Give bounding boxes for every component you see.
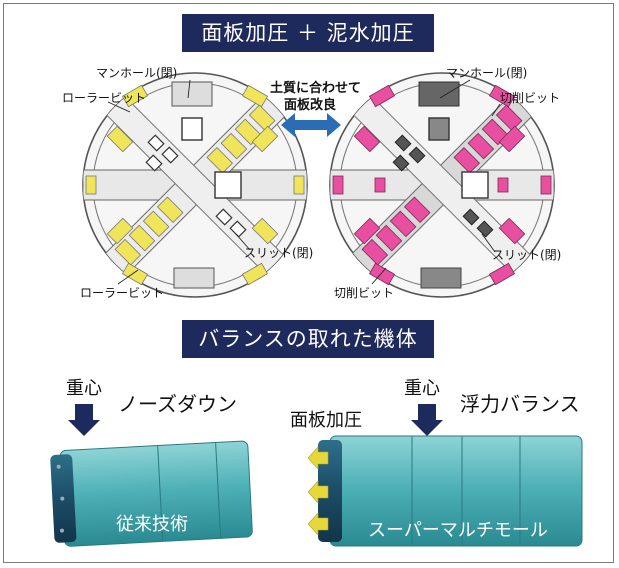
bottom-banner: バランスの取れた機体 (182, 320, 434, 358)
right-face-pressure-label: 面板加圧 (290, 410, 362, 431)
left-machine-name: 従来技術 (116, 514, 188, 535)
center-note-line-2: 面板改良 (283, 98, 336, 113)
top-banner: 面板加圧 ＋ 泥水加圧 (182, 14, 434, 52)
right-state-label: 浮力バランス (460, 392, 580, 416)
left-manhole-label: マンホール(閉) (96, 66, 178, 80)
left-roller-bit-top-label: ローラービット (62, 91, 147, 105)
left-slit-label: スリット(閉) (244, 246, 314, 260)
right-machine-name: スーパーマルチモール (368, 520, 548, 541)
center-note-line-1: 土質に合わせて (270, 81, 362, 96)
right-center-of-gravity-label: 重心 (404, 378, 440, 399)
right-slit-label: スリット(閉) (492, 248, 562, 262)
right-manhole-label: マンホール(閉) (446, 66, 528, 80)
double-arrow-icon (281, 113, 341, 137)
left-center-of-gravity-label: 重心 (66, 378, 102, 399)
right-cutting-bit-top-label: 切削ビット (500, 91, 561, 105)
right-cutting-bit-bottom-label: 切削ビット (334, 286, 395, 300)
center-note: 土質に合わせて 面板改良 (270, 80, 362, 114)
left-state-label: ノーズダウン (118, 392, 237, 416)
left-roller-bit-bottom-label: ローラービット (80, 286, 165, 300)
